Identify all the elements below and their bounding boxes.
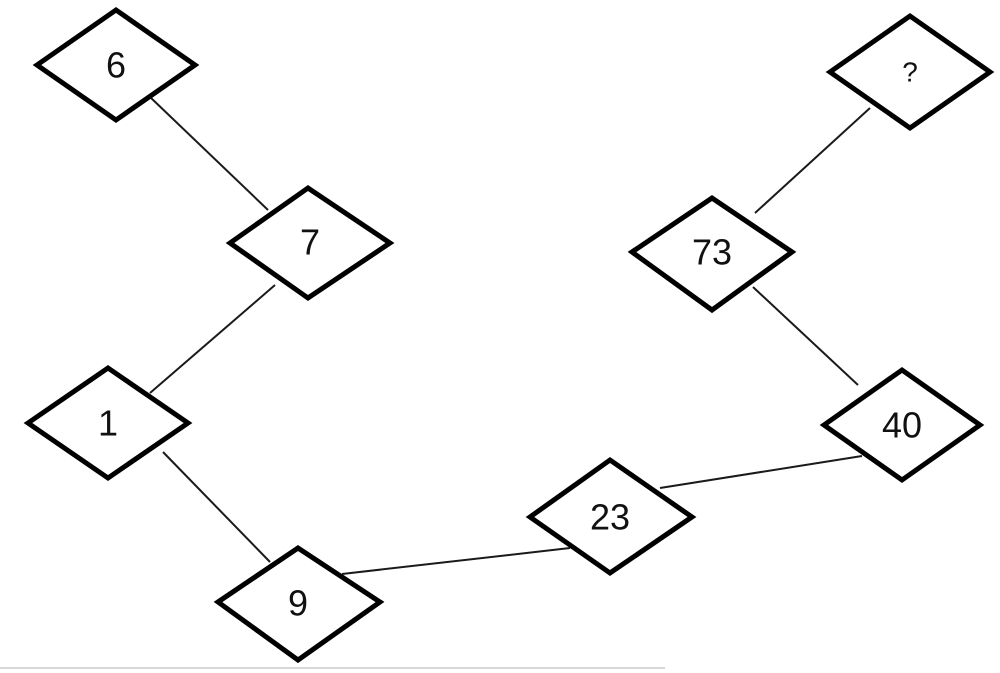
edge-6-7 [149, 96, 269, 211]
node-73: 73 [627, 194, 797, 314]
node-question: ? [825, 12, 995, 132]
diamond-shape [23, 364, 193, 482]
edge-9-23 [341, 547, 571, 575]
edge-23-40 [659, 455, 863, 489]
node-6: 6 [32, 6, 200, 124]
node-label: 9 [288, 583, 308, 624]
node-1: 1 [23, 364, 193, 482]
connectors [149, 96, 871, 575]
node-40: 40 [819, 366, 985, 484]
node-label: 40 [882, 405, 922, 446]
diamond-shape [825, 12, 995, 132]
diamond-shape [627, 194, 797, 314]
node-label: 73 [692, 232, 732, 273]
diamond-shape [32, 6, 200, 124]
edge-40-73 [752, 286, 859, 386]
node-label: 1 [98, 403, 118, 444]
node-23: 23 [525, 456, 697, 577]
diamond-shape [819, 366, 985, 484]
diamond-shape [225, 184, 395, 302]
edge-7-1 [149, 284, 276, 394]
edge-73-question [754, 107, 871, 214]
node-label: 23 [590, 497, 630, 538]
node-9: 9 [213, 544, 385, 664]
node-label: ? [902, 57, 918, 88]
node-label: 7 [300, 222, 320, 263]
node-7: 7 [225, 184, 395, 302]
diamond-shape [525, 456, 697, 577]
diamond-shape [213, 544, 385, 664]
edge-1-9 [162, 451, 271, 563]
node-label: 6 [106, 45, 126, 86]
